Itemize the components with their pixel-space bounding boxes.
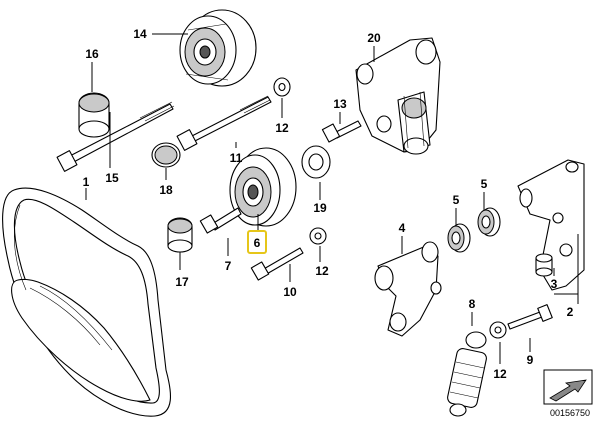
label-4[interactable]: 4 — [399, 221, 406, 235]
bearing-right[interactable] — [477, 207, 501, 237]
label-12-top[interactable]: 12 — [275, 121, 289, 135]
washer-middle[interactable] — [309, 227, 327, 245]
hydraulic-damper[interactable] — [447, 331, 488, 417]
label-15[interactable]: 15 — [105, 171, 119, 185]
label-18[interactable]: 18 — [159, 183, 173, 197]
label-3[interactable]: 3 — [551, 277, 558, 291]
label-1[interactable]: 1 — [83, 175, 90, 189]
idler-pulley-top[interactable] — [179, 9, 257, 87]
label-8[interactable]: 8 — [469, 297, 476, 311]
leader-lines — [85, 33, 579, 364]
long-bolt[interactable] — [56, 101, 175, 172]
arrow-icon — [549, 379, 587, 402]
sleeve[interactable] — [535, 253, 553, 277]
label-7[interactable]: 7 — [225, 259, 232, 273]
label-5-left[interactable]: 5 — [453, 193, 460, 207]
washer-upper[interactable] — [273, 77, 291, 97]
label-13[interactable]: 13 — [333, 97, 347, 111]
label-17[interactable]: 17 — [175, 275, 189, 289]
mounting-bracket[interactable] — [517, 159, 585, 291]
pulley-bolt[interactable] — [176, 95, 272, 151]
direction-arrow-box — [543, 369, 593, 405]
label-6[interactable]: 6 — [254, 236, 261, 250]
deflection-pulley[interactable] — [229, 147, 297, 227]
hex-bolt[interactable] — [250, 247, 304, 281]
label-12-bottom[interactable]: 12 — [493, 367, 507, 381]
part-labels: 14 16 20 13 12 11 15 1 18 19 5 5 4 6 7 1… — [83, 27, 574, 381]
label-20[interactable]: 20 — [367, 31, 381, 45]
ribbed-belt[interactable] — [2, 187, 172, 417]
tensioner-bracket[interactable] — [355, 37, 441, 155]
label-12-middle[interactable]: 12 — [315, 264, 329, 278]
label-11[interactable]: 11 — [230, 151, 243, 165]
label-16[interactable]: 16 — [85, 47, 99, 61]
socket-bolt[interactable] — [199, 207, 242, 234]
label-5-right[interactable]: 5 — [481, 177, 488, 191]
pulley-cap[interactable] — [78, 92, 110, 138]
pulley-cap-lower[interactable] — [167, 217, 193, 253]
image-code: 00156750 — [550, 408, 590, 418]
dust-cap[interactable] — [151, 142, 181, 168]
label-19[interactable]: 19 — [313, 201, 327, 215]
washer-lower[interactable] — [489, 321, 507, 339]
highlight-box — [247, 230, 267, 254]
bearing-left[interactable] — [447, 223, 471, 253]
spacer-ring[interactable] — [301, 145, 331, 179]
bracket-bolt[interactable] — [321, 120, 362, 143]
tensioner-arm[interactable] — [374, 241, 442, 337]
label-2[interactable]: 2 — [567, 305, 574, 319]
label-10[interactable]: 10 — [283, 285, 297, 299]
label-9[interactable]: 9 — [527, 353, 534, 367]
damper-bolt[interactable] — [507, 304, 553, 330]
label-14[interactable]: 14 — [133, 27, 147, 41]
